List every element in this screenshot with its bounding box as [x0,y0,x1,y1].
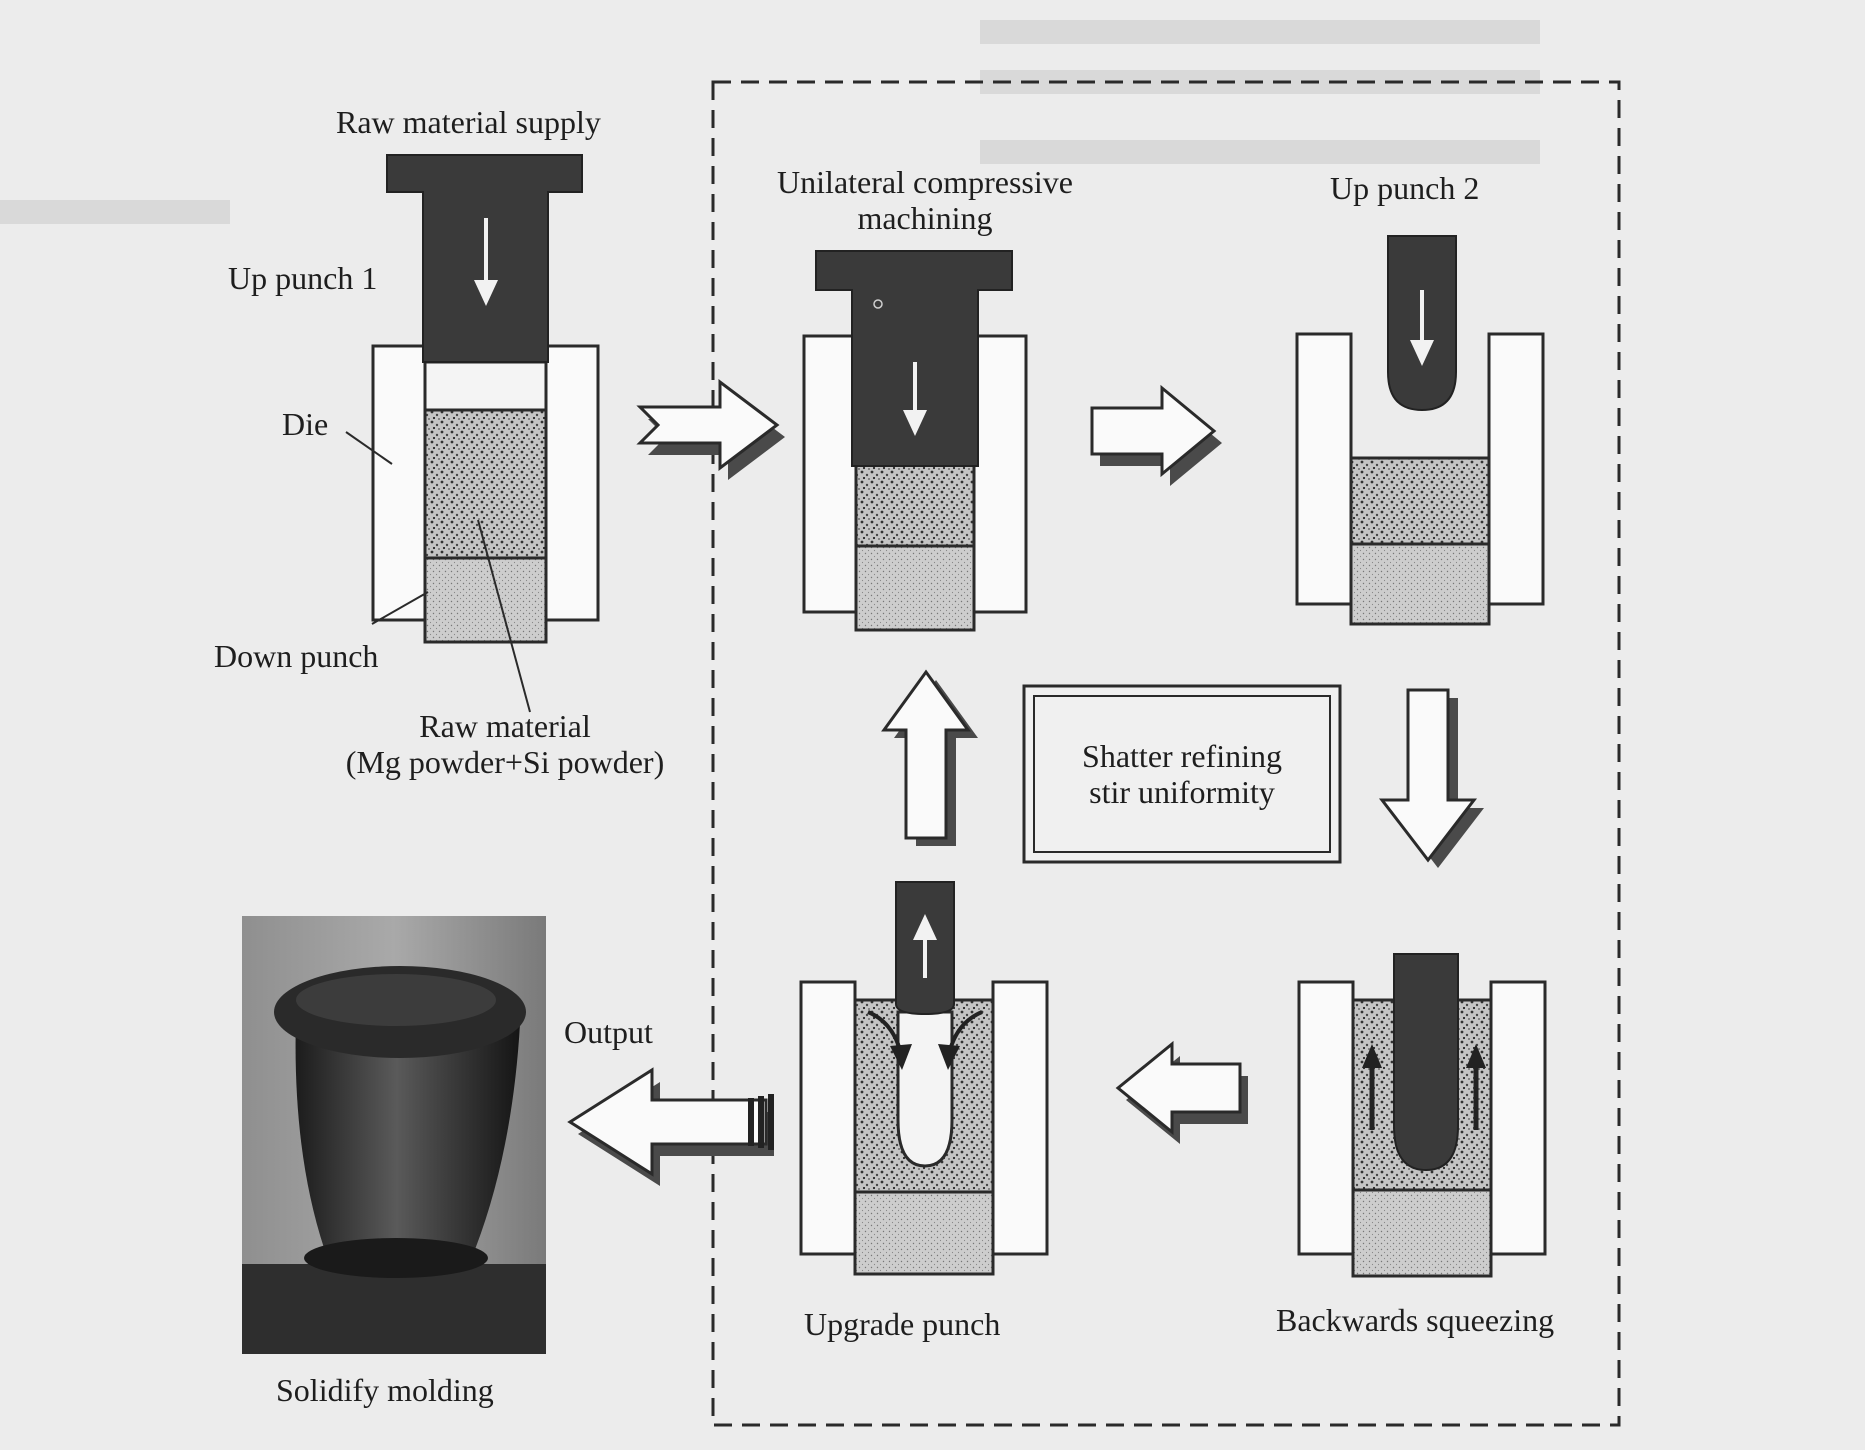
process-boundary-dashed [711,80,1621,1427]
label-unilateral-compressive: Unilateral compressive machining [740,164,1110,236]
stage-raw-material-supply [345,154,600,713]
label-shatter-line2: stir uniformity [1089,774,1275,810]
die-left-wall [371,344,427,622]
label-up-punch-1: Up punch 1 [228,260,378,296]
arrow-right-2 [1090,384,1222,486]
label-solidify-molding: Solidify molding [276,1372,494,1408]
label-down-punch: Down punch [214,638,379,674]
arrow-up [881,669,978,846]
label-die: Die [282,406,329,442]
leader-raw-material [477,519,531,713]
label-raw-material: Raw material (Mg powder+Si powder) [320,708,690,780]
arrow-right-1 [636,378,785,480]
output-arrow [567,1067,774,1186]
down-punch-1 [423,556,548,644]
label-raw-material-line1: Raw material [419,708,591,744]
down-punch-2 [854,544,976,632]
product-photo [242,916,546,1354]
label-up-punch-2: Up punch 2 [1330,170,1480,206]
label-shatter-line1: Shatter refining [1082,738,1282,774]
label-output: Output [564,1014,653,1050]
shatter-refining-box: Shatter refining stir uniformity [1028,690,1336,858]
stage-up-punch-2 [1295,235,1545,626]
stage-upgrade-punch [799,881,1049,1276]
label-raw-material-supply: Raw material supply [336,104,601,140]
leader-down-punch [371,591,429,625]
shatter-box-inner [1033,695,1331,853]
shatter-box-outer [1022,684,1342,864]
up-punch-unilateral [815,250,1013,467]
die-right-wall [544,344,600,622]
arrow-left-1 [1115,1040,1248,1144]
leader-die [345,431,393,465]
label-backwards-squeezing: Backwards squeezing [1276,1302,1555,1338]
stage-backwards-squeezing [1297,953,1547,1278]
label-raw-material-line2: (Mg powder+Si powder) [345,744,665,780]
label-upgrade-punch: Upgrade punch [804,1306,1001,1342]
raw-material-powder [423,408,548,560]
compressed-powder [854,462,976,548]
stage-unilateral-compression [802,250,1028,632]
arrow-down [1378,688,1484,868]
label-unilateral-line1: Unilateral compressive [777,164,1073,200]
squeeze-punch [1393,953,1459,1172]
label-unilateral-line2: machining [857,200,993,236]
